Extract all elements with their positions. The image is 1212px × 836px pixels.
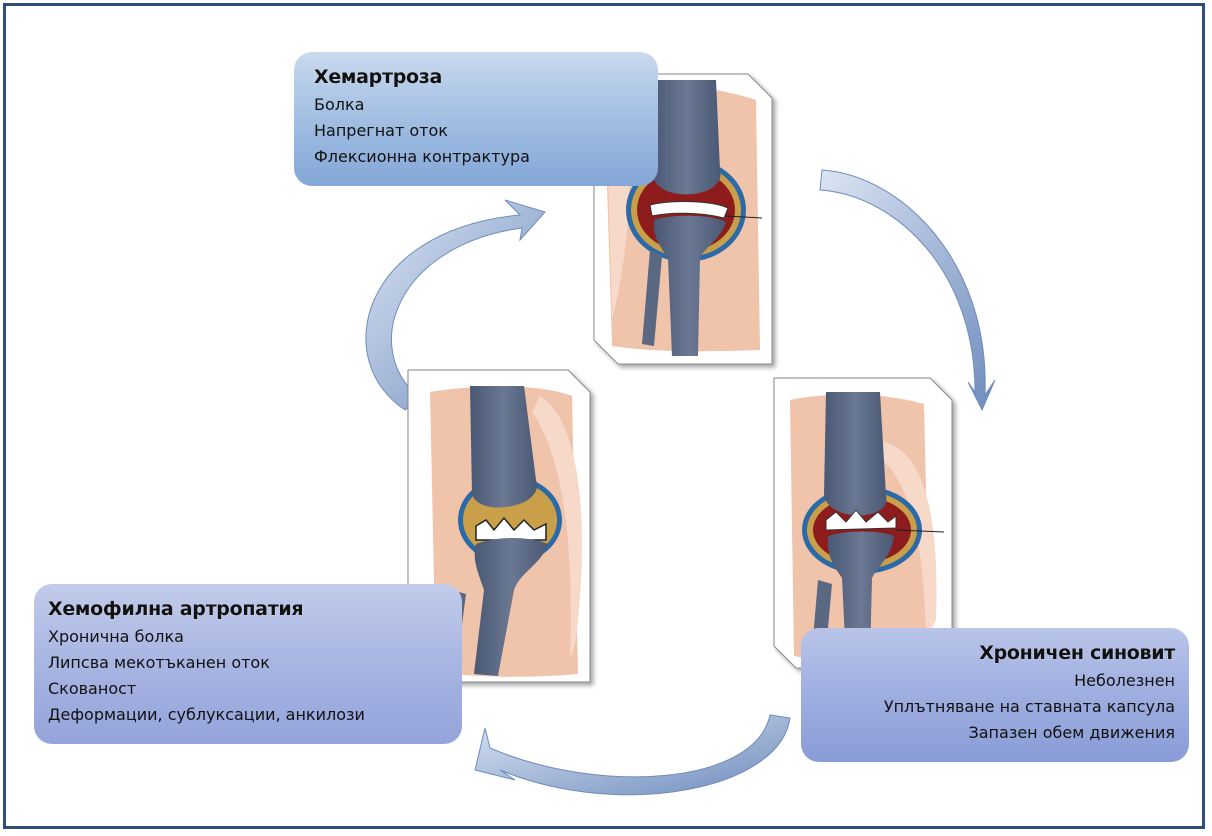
- arrow-top-right: [820, 170, 995, 410]
- stage-card-hemarthrosis: Хемартроза Болка Напрегнат оток Флексион…: [294, 52, 658, 186]
- arrow-bottom: [475, 715, 790, 795]
- stage-line: Болка: [314, 92, 658, 118]
- stage-line: Напрегнат оток: [314, 118, 658, 144]
- stage-line: Скованост: [48, 676, 462, 702]
- stage-line: Уплътняване на ставната капсула: [801, 694, 1175, 720]
- stage-title-arthropathy: Хемофилна артропатия: [48, 598, 462, 620]
- stage-line: Деформации, сублуксации, анкилози: [48, 702, 462, 728]
- stage-line: Неболезнен: [801, 668, 1175, 694]
- stage-title-synovitis: Хроничен синовит: [801, 642, 1175, 664]
- stage-line: Флексионна контрактура: [314, 144, 658, 170]
- stage-line: Запазен обем движения: [801, 720, 1175, 746]
- knee-image-synovitis: [774, 378, 952, 668]
- stage-line: Липсва мекотъканен оток: [48, 650, 462, 676]
- stage-title-hemarthrosis: Хемартроза: [314, 66, 658, 88]
- stage-card-arthropathy: Хемофилна артропатия Хронична болка Липс…: [34, 584, 462, 744]
- stage-line: Хронична болка: [48, 624, 462, 650]
- stage-card-synovitis: Хроничен синовит Неболезнен Уплътняване …: [801, 628, 1189, 762]
